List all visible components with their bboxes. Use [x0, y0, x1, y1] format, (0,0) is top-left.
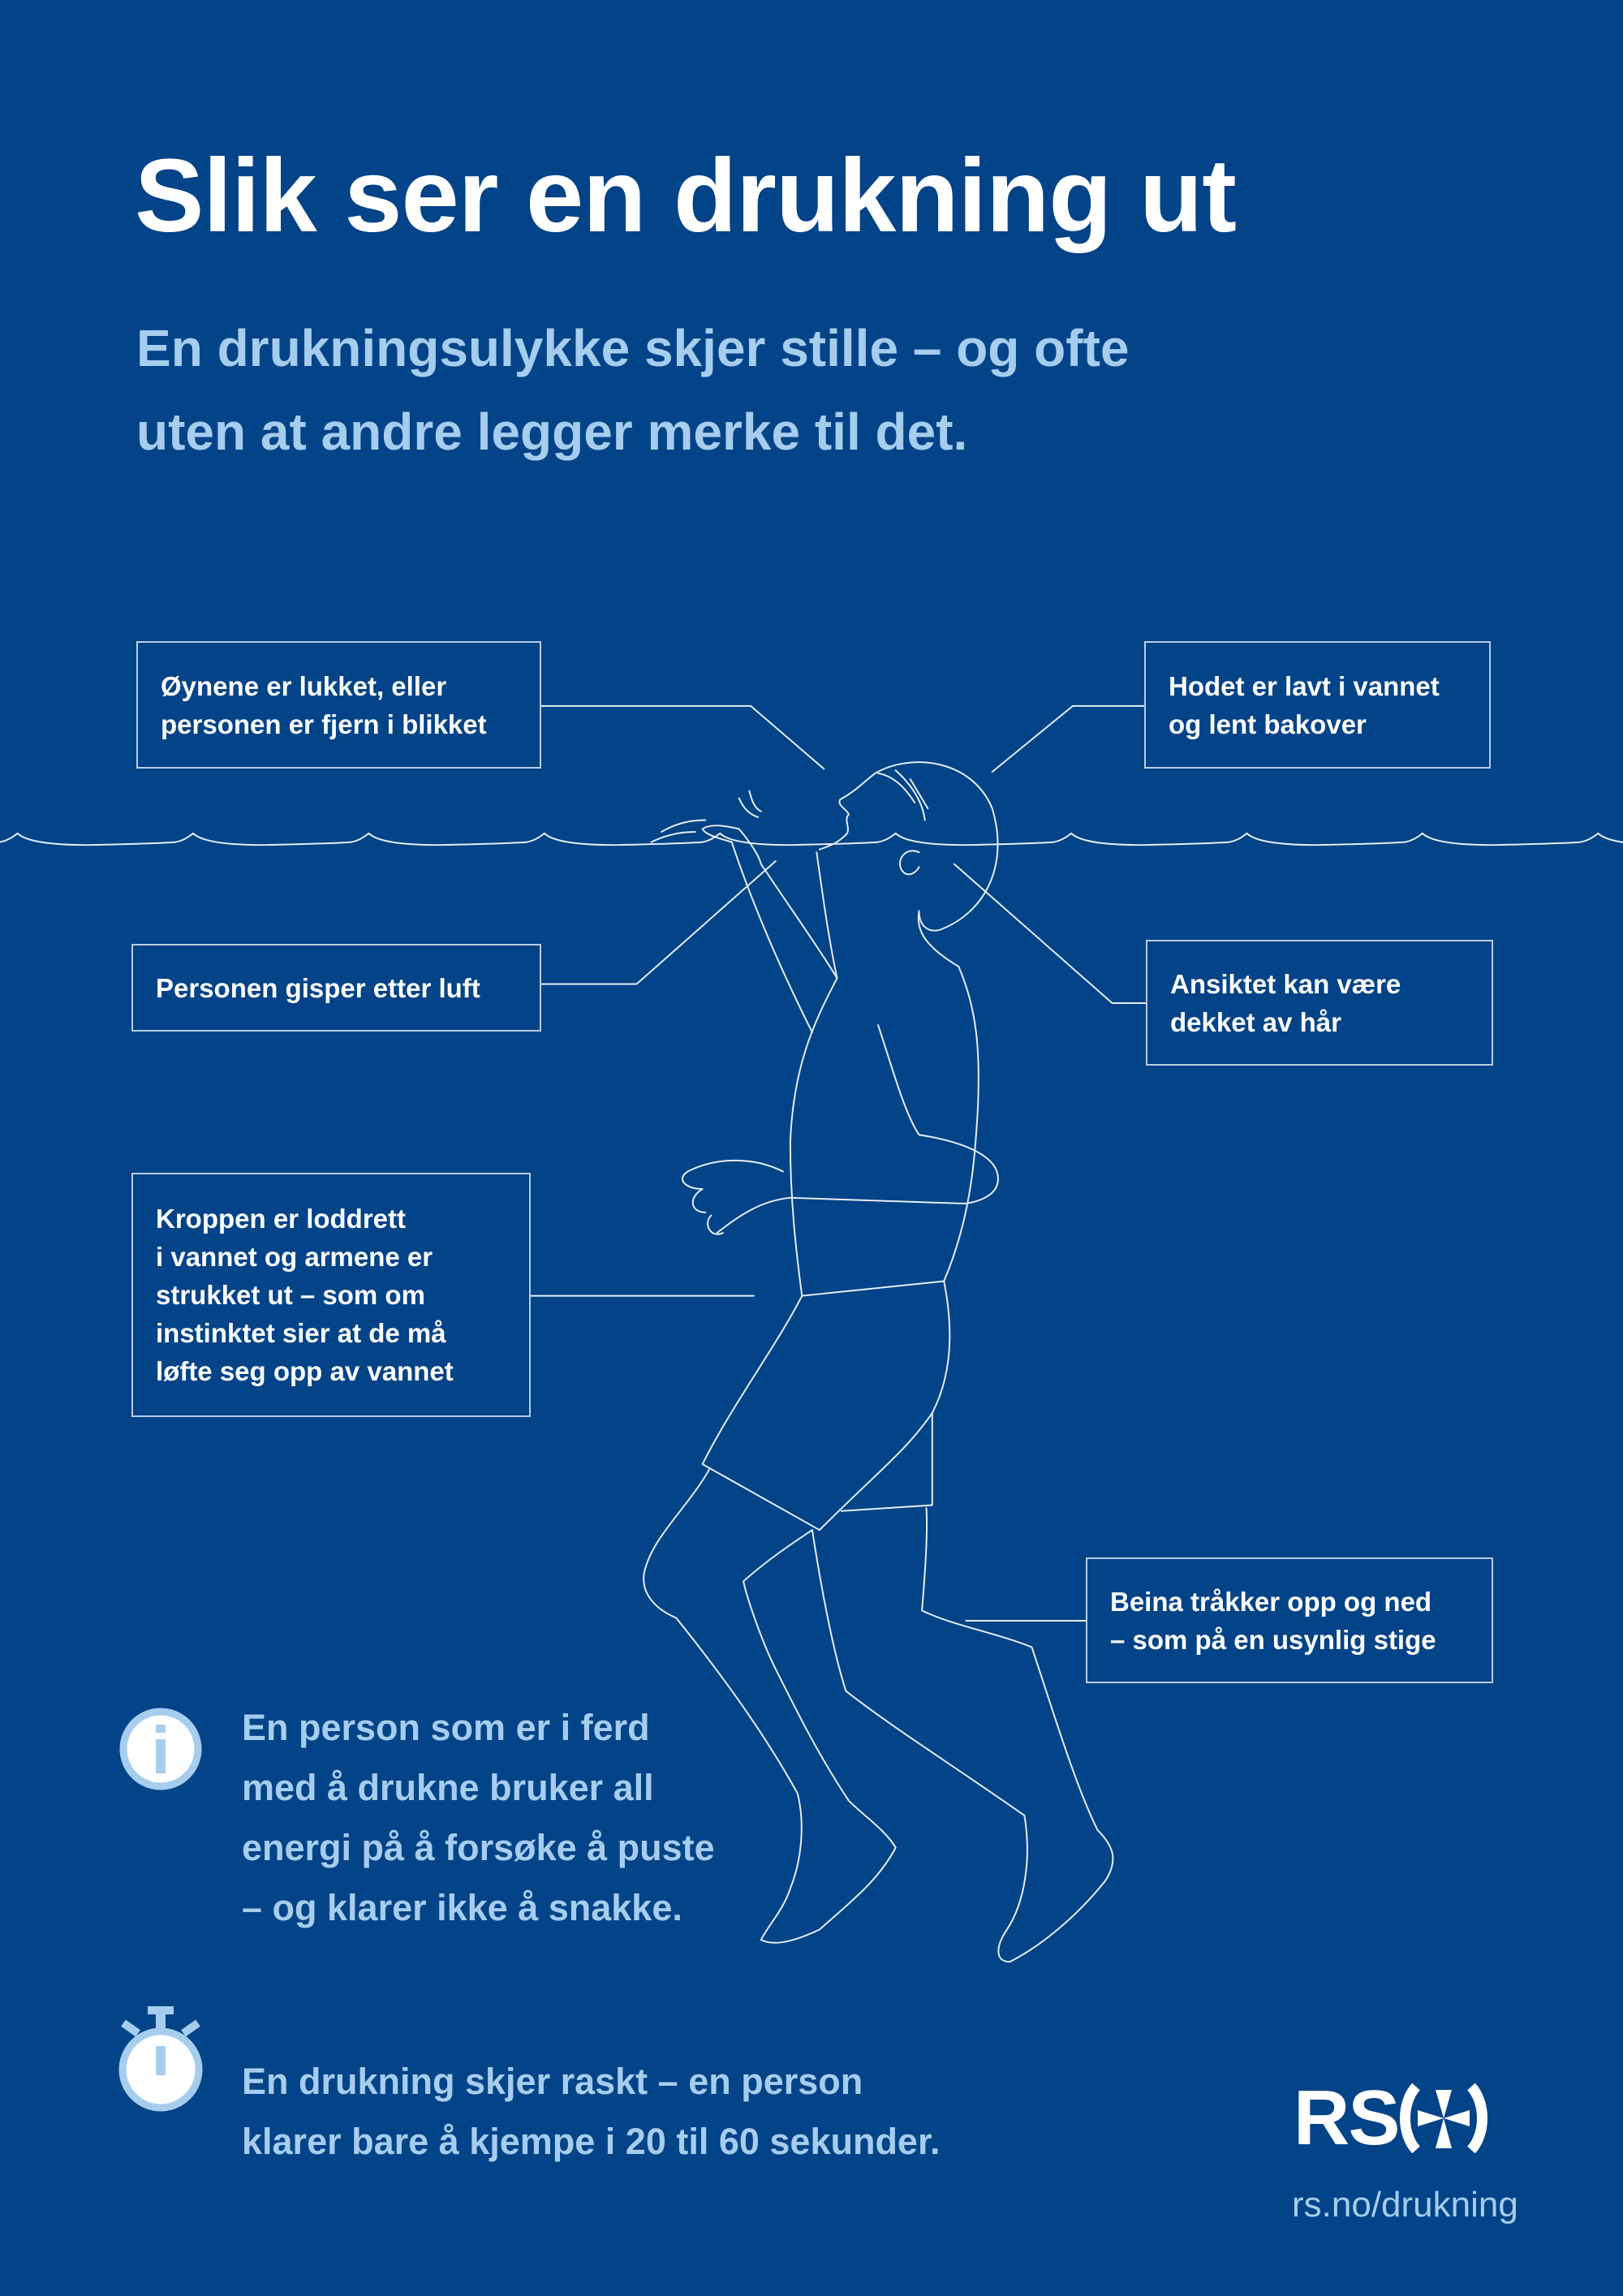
info-circle-icon [119, 1708, 202, 1790]
info-text: En person som er i ferd med å drukne bru… [242, 1698, 715, 1938]
torso-back [943, 965, 979, 1282]
subtitle: En drukningsulykke skjer stille – og oft… [136, 307, 1129, 474]
callout-text: løfte seg opp av vannet [156, 1356, 454, 1386]
callout-text: Kroppen er loddrett [156, 1204, 407, 1234]
leader-line-head [991, 704, 1146, 773]
callout-text: Hodet er lavt i vannet [1169, 670, 1440, 701]
raised-hand [701, 825, 762, 865]
info-line: energi på å forsøke å puste [242, 1827, 715, 1868]
leader-line-gasp [540, 860, 777, 985]
subtitle-line: En drukningsulykke skjer stille – og oft… [136, 319, 1130, 377]
website-link[interactable]: rs.no/drukning [1292, 2185, 1518, 2225]
info-line: En person som er i ferd [242, 1707, 650, 1748]
subtitle-line: uten at andre legger merke til det. [136, 403, 968, 461]
neck [816, 851, 960, 980]
callout-text: Ansiktet kan være [1170, 968, 1401, 999]
callout-text: – som på en usynlig stige [1110, 1624, 1436, 1655]
logo-text: RS [1294, 2074, 1400, 2161]
callout-text: Øynene er lukket, eller [161, 670, 447, 701]
info-line: med å drukne bruker all [242, 1767, 654, 1808]
shorts [701, 1280, 951, 1531]
timer-text: En drukning skjer raskt – en person klar… [242, 2052, 941, 2172]
leader-line-eyes [540, 704, 825, 770]
timer-line: klarer bare å kjempe i 20 til 60 sekunde… [242, 2121, 941, 2162]
timer-line: En drukning skjer raskt – en person [242, 2061, 863, 2102]
face-profile [818, 772, 876, 851]
back-arm [789, 1024, 999, 1205]
callout-text: i vannet og armene er [156, 1242, 433, 1272]
info-line: – og klarer ikke å snakke. [242, 1887, 682, 1928]
callout-text: og lent bakover [1169, 709, 1367, 739]
front-hand [682, 1159, 791, 1235]
splash [650, 790, 762, 843]
hair [877, 769, 929, 821]
callout-text: strukket ut – som om [156, 1280, 425, 1310]
raised-arm [730, 841, 838, 1034]
leader-line-face [953, 863, 1147, 1004]
ear [899, 850, 920, 876]
callout-legs: Beina tråkker opp og ned – som på en usy… [1086, 1557, 1493, 1683]
water-surface [0, 832, 1623, 846]
callout-text: personen er fjern i blikket [161, 709, 487, 739]
callout-text: dekket av hår [1170, 1006, 1341, 1037]
rs-logo: RS [1294, 2079, 1489, 2157]
head-outline [874, 761, 999, 932]
back-leg [811, 1507, 1114, 1963]
callout-gasp: Personen gisper etter luft [131, 944, 541, 1032]
torso-front [789, 977, 838, 1297]
callout-eyes: Øynene er lukket, eller personen er fjer… [136, 641, 541, 769]
callout-head: Hodet er lavt i vannet og lent bakover [1144, 641, 1491, 769]
callout-text: instinktet sier at de må [156, 1318, 446, 1348]
callout-face: Ansiktet kan være dekket av hår [1146, 940, 1493, 1066]
page-title: Slik ser en drukning ut [135, 138, 1237, 254]
callout-text: Beina tråkker opp og ned [1110, 1586, 1432, 1617]
stopwatch-icon [118, 2006, 203, 2112]
front-leg [643, 1467, 897, 1944]
callout-text: Personen gisper etter luft [156, 972, 480, 1003]
callout-body: Kroppen er loddrett i vannet og armene e… [131, 1173, 531, 1417]
cross-in-parentheses-icon [1400, 2083, 1488, 2153]
